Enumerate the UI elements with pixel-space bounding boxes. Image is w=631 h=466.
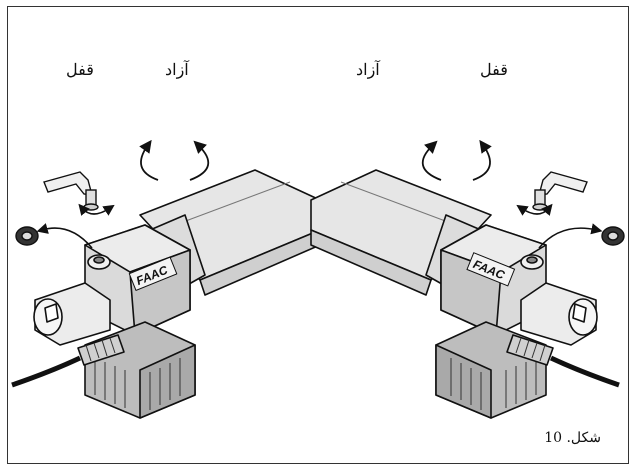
right-operator [310,169,620,419]
right-release-key-icon [532,171,588,211]
left-free-rotate-icon [189,140,210,181]
label-left-lock: قفل [66,60,94,79]
label-right-lock: قفل [480,60,508,79]
right-key-rotate-icon [516,203,553,216]
left-lock-rotate-icon [139,139,159,181]
right-cover-plug-icon [601,226,625,246]
left-operator: FAAC [11,169,321,419]
figure-caption: 10 .شکل [544,430,601,446]
right-plug-arrow-icon [538,223,603,249]
right-free-rotate-icon [421,140,442,181]
figure-frame [7,6,629,464]
label-right-free: آزاد [356,60,380,79]
right-lock-rotate-icon [472,139,492,181]
left-release-key-icon [43,171,99,211]
left-cover-plug-icon [15,226,39,246]
left-key-rotate-icon [78,203,115,216]
label-left-free: آزاد [165,60,189,79]
left-plug-arrow-icon [36,223,93,249]
